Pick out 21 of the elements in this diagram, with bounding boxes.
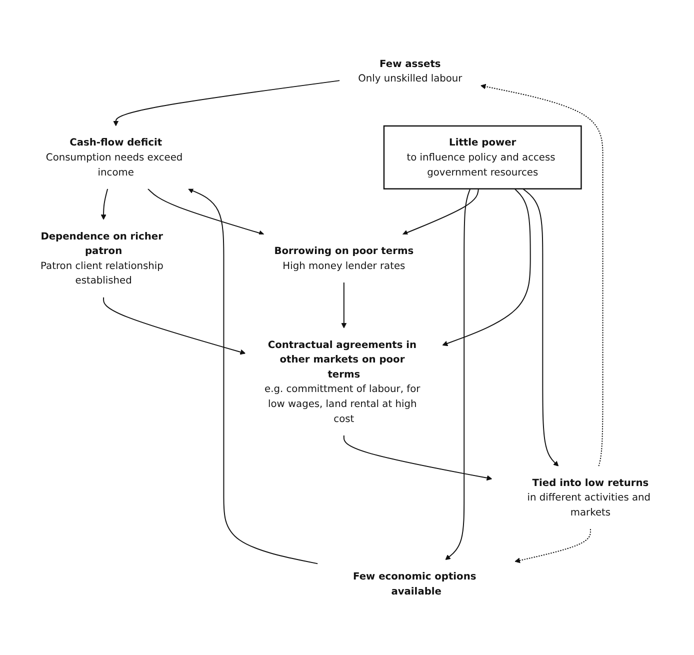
node-text: Tied into low returns in different activities and markets xyxy=(527,476,651,518)
arrow xyxy=(341,282,347,328)
arrow xyxy=(100,188,108,220)
node-box: Little power to influence policy and access government resources xyxy=(383,125,582,190)
node-text: Contractual agreements in other markets on poor terms e.g. committment of labour, for low wages, land rental at high cost xyxy=(264,338,420,424)
arrow xyxy=(514,528,591,564)
node-text: Dependence on richer patron Patron client relationship established xyxy=(40,230,164,286)
node-text: Few economic options available xyxy=(353,570,476,597)
arrow xyxy=(522,188,559,466)
arrow xyxy=(480,84,604,467)
node-text: Borrowing on poor terms High money lender rates xyxy=(274,244,414,272)
arrow xyxy=(147,188,264,236)
arrow xyxy=(113,80,340,126)
arrow xyxy=(445,188,471,560)
arrow xyxy=(343,434,492,481)
arrow xyxy=(103,296,246,355)
node-text: Few assets Only unskilled labour xyxy=(358,58,462,84)
arrow xyxy=(402,188,479,236)
arrow xyxy=(188,188,318,564)
arrow xyxy=(442,188,531,346)
node-text: Cash-flow deficit Consumption needs exceed income xyxy=(46,136,183,178)
